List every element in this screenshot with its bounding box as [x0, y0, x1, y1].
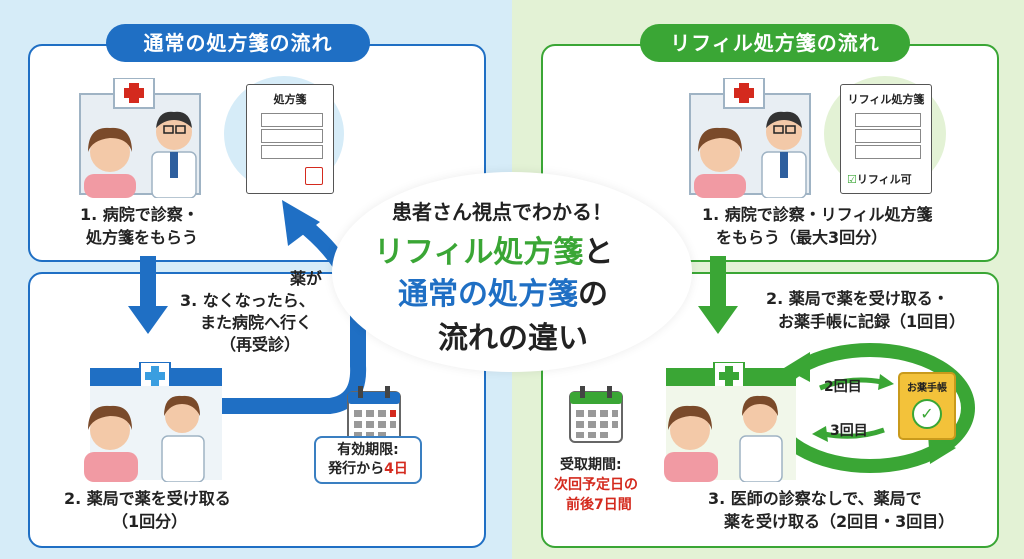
left-step2-line1: 2. 薬局で薬を受け取る [64, 489, 231, 508]
left-step1-line2: 処方箋をもらう [86, 228, 199, 247]
left-step3-line3: また病院へ行く [200, 313, 313, 332]
refill-hospital-scene-illustration [689, 78, 811, 198]
validity-value: 発行から4日 [328, 461, 408, 477]
validity-badge: 有効期限: 発行から4日 [314, 436, 422, 484]
cycle-count-2: 2回目 [824, 379, 862, 395]
left-step2-line2: （1回分） [112, 512, 188, 531]
calendar-icon-right [569, 386, 623, 443]
checkbox-icon: ☑ [847, 173, 857, 186]
right-step2-line2: お薬手帳に記録（1回目） [778, 312, 966, 331]
arrow-down-icon-right [698, 256, 738, 334]
calendar-icon [347, 386, 401, 443]
right-step3-line2: 薬を受け取る（2回目・3回目） [724, 512, 955, 531]
left-step1-line1: 1. 病院で診察・ [80, 205, 199, 224]
refill-prescription-label: リフィル処方箋 [374, 235, 584, 270]
refill-doc-title: リフィル処方箋 [847, 93, 925, 106]
validity-label: 有効期限: [337, 442, 399, 458]
left-step3-line1: 薬が [290, 269, 323, 288]
regular-prescription-label: 通常の処方箋 [398, 277, 578, 312]
check-circle-icon: ✓ [912, 399, 942, 429]
right-step1-line1: 1. 病院で診察・リフィル処方箋 [702, 205, 933, 224]
refill-pharmacy-scene-illustration [664, 362, 796, 482]
right-title: リフィル処方箋の流れ [640, 24, 910, 62]
center-title-line1: リフィル処方箋と [374, 235, 614, 270]
arrow-down-icon [128, 256, 168, 334]
notebook-label: お薬手帳 [907, 383, 947, 394]
left-title: 通常の処方箋の流れ [106, 24, 370, 62]
center-title-ellipse [332, 172, 692, 372]
hospital-scene-illustration [79, 78, 201, 198]
medicine-notebook-icon: お薬手帳 ✓ [898, 372, 956, 440]
prescription-document-icon: 処方箋 [246, 84, 334, 194]
prescription-doc-title: 処方箋 [273, 93, 307, 106]
receipt-period-line2: 前後7日間 [566, 497, 632, 513]
refill-prescription-document-icon: リフィル処方箋 ☑リフィル可 [840, 84, 932, 194]
center-title-line3: 流れの違い [438, 321, 588, 356]
right-step2-line1: 2. 薬局で薬を受け取る・ [766, 289, 949, 308]
left-step3-line2: 3. なくなったら、 [180, 291, 315, 310]
refill-check-label: ☑リフィル可 [847, 173, 912, 186]
right-step1-line2: をもらう（最大3回分） [716, 228, 888, 247]
receipt-period-line1: 次回予定日の [554, 477, 638, 493]
center-title-line2: 通常の処方箋の [398, 277, 608, 312]
pharmacy-scene-illustration [84, 362, 222, 482]
left-step3-line4: （再受診） [220, 335, 301, 354]
center-subtitle: 患者さん視点でわかる！ [392, 200, 612, 224]
right-step3-line1: 3. 医師の診察なしで、薬局で [708, 489, 922, 508]
cycle-count-3: 3回目 [830, 423, 868, 439]
validity-days: 4日 [384, 461, 408, 477]
receipt-period-label: 受取期間: [560, 457, 622, 473]
